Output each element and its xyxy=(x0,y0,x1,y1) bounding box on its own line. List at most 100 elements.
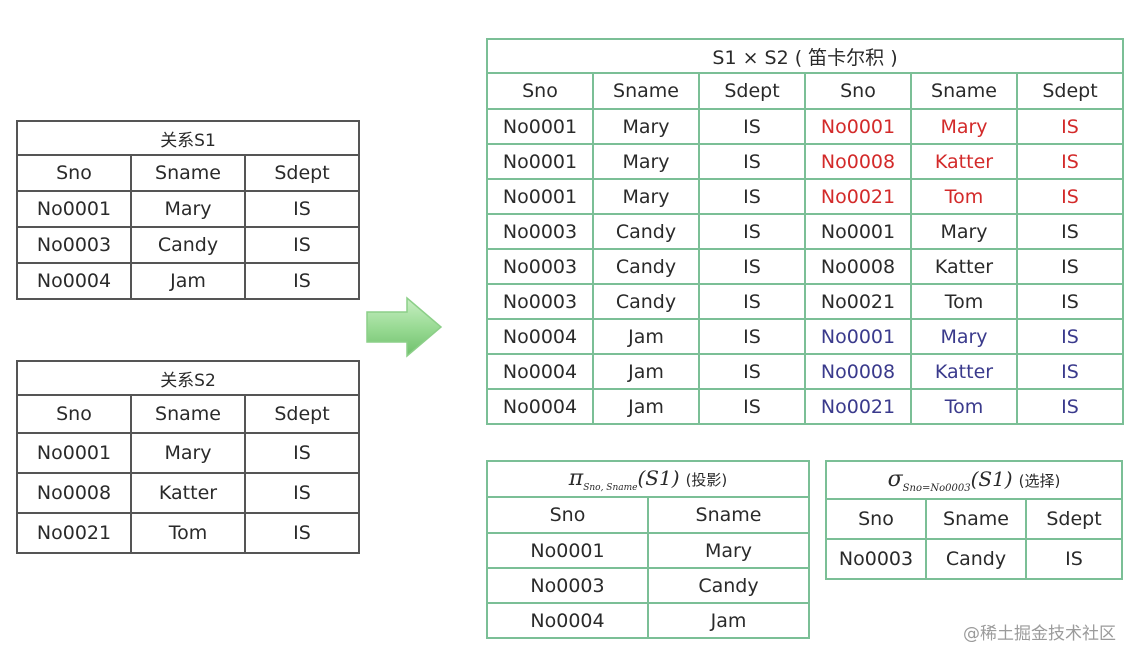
relation-s2-table: 关系S2 Sno Sname Sdept No0001 Mary IS No00… xyxy=(16,360,360,554)
cell: Candy xyxy=(592,248,700,285)
cell: Tom xyxy=(910,283,1018,320)
cell: No0021 xyxy=(16,512,132,554)
cell: IS xyxy=(1015,248,1125,285)
cell: IS xyxy=(698,143,806,180)
cell: Jam xyxy=(592,388,700,425)
table-row: No0001 Mary IS xyxy=(16,432,360,474)
relation-s1-caption: 关系S1 xyxy=(16,120,360,156)
cell: Mary xyxy=(647,532,810,569)
cell: No0001 xyxy=(804,318,912,355)
cell: Katter xyxy=(910,353,1018,390)
cartesian-product-caption: S1 × S2 ( 笛卡尔积 ) xyxy=(485,38,1125,74)
watermark: @稀土掘金技术社区 xyxy=(963,624,1116,644)
cell: No0021 xyxy=(804,178,912,215)
cell: Candy xyxy=(925,538,1027,580)
table-row: No0003 Candy IS xyxy=(16,226,360,264)
cell: No0008 xyxy=(804,353,912,390)
cell: Candy xyxy=(592,283,700,320)
cell: No0004 xyxy=(486,318,594,355)
cell: No0003 xyxy=(825,538,927,580)
table-row: No0001 Mary IS xyxy=(16,190,360,228)
cell: IS xyxy=(698,353,806,390)
cell: Mary xyxy=(910,318,1018,355)
selection-subscript: Sno=No0003 xyxy=(902,482,971,494)
cell: No0008 xyxy=(804,143,912,180)
cell: IS xyxy=(1015,213,1125,250)
cell: IS xyxy=(244,226,360,264)
projection-caption: πSno, Sname(S1) (投影) xyxy=(486,460,810,498)
cell: IS xyxy=(1015,318,1125,355)
relation-s1-table: 关系S1 Sno Sname Sdept No0001 Mary IS No00… xyxy=(16,120,360,300)
cell: IS xyxy=(698,318,806,355)
projection-symbol: π xyxy=(568,465,584,491)
column-header: Sname xyxy=(592,72,700,110)
cell: IS xyxy=(244,190,360,228)
column-header: Sno xyxy=(804,72,912,110)
cell: IS xyxy=(698,108,806,145)
cell: Candy xyxy=(592,213,700,250)
column-header: Sdept xyxy=(1025,498,1123,540)
cell: IS xyxy=(1015,283,1125,320)
cell: Tom xyxy=(910,178,1018,215)
cell: Candy xyxy=(647,567,810,604)
cell: Candy xyxy=(130,226,246,264)
cell: No0004 xyxy=(486,353,594,390)
cell: IS xyxy=(1015,143,1125,180)
cell: No0001 xyxy=(486,178,594,215)
cell: Mary xyxy=(910,108,1018,145)
table-row: No0003 Candy xyxy=(486,567,810,604)
selection-table: σSno=No0003(S1) (选择) Sno Sname Sdept No0… xyxy=(825,460,1123,580)
selection-symbol: σ xyxy=(887,466,903,492)
cell: Jam xyxy=(592,318,700,355)
cell: Jam xyxy=(130,262,246,300)
table-row: No0008 Katter IS xyxy=(16,472,360,514)
column-header: Sno xyxy=(16,394,132,434)
cell: No0001 xyxy=(804,213,912,250)
cell: Mary xyxy=(592,108,700,145)
column-header: Sname xyxy=(910,72,1018,110)
column-header: Sdept xyxy=(244,154,360,192)
projection-subscript: Sno, Sname xyxy=(583,482,638,493)
cell: Mary xyxy=(130,432,246,474)
cell: IS xyxy=(698,248,806,285)
cell: Katter xyxy=(130,472,246,514)
cell: No0003 xyxy=(486,248,594,285)
column-header: Sdept xyxy=(1015,72,1125,110)
cell: No0001 xyxy=(486,532,649,569)
cell: Mary xyxy=(592,178,700,215)
cell: No0021 xyxy=(804,388,912,425)
cell: Mary xyxy=(910,213,1018,250)
table-row: No0021 Tom IS xyxy=(16,512,360,554)
right-arrow-icon xyxy=(366,296,443,358)
table-row: No0003 Candy IS xyxy=(825,538,1123,580)
cell: Tom xyxy=(910,388,1018,425)
cell: No0003 xyxy=(486,283,594,320)
column-header: Sdept xyxy=(244,394,360,434)
selection-argument: (S1) xyxy=(970,466,1013,491)
cell: No0021 xyxy=(804,283,912,320)
cell: IS xyxy=(1015,353,1125,390)
selection-caption: σSno=No0003(S1) (选择) xyxy=(825,460,1123,500)
column-header: Sname xyxy=(925,498,1027,540)
cell: No0001 xyxy=(16,190,132,228)
table-row: No0001 Mary xyxy=(486,532,810,569)
relation-s2-caption: 关系S2 xyxy=(16,360,360,396)
cell: No0004 xyxy=(486,602,649,639)
cell: Mary xyxy=(592,143,700,180)
cell: No0004 xyxy=(16,262,132,300)
cell: No0004 xyxy=(486,388,594,425)
cell: No0003 xyxy=(486,213,594,250)
column-header: Sname xyxy=(130,394,246,434)
cell: Katter xyxy=(910,248,1018,285)
cell: IS xyxy=(1015,178,1125,215)
cell: Jam xyxy=(592,353,700,390)
cell: IS xyxy=(698,213,806,250)
cell: No0008 xyxy=(16,472,132,514)
